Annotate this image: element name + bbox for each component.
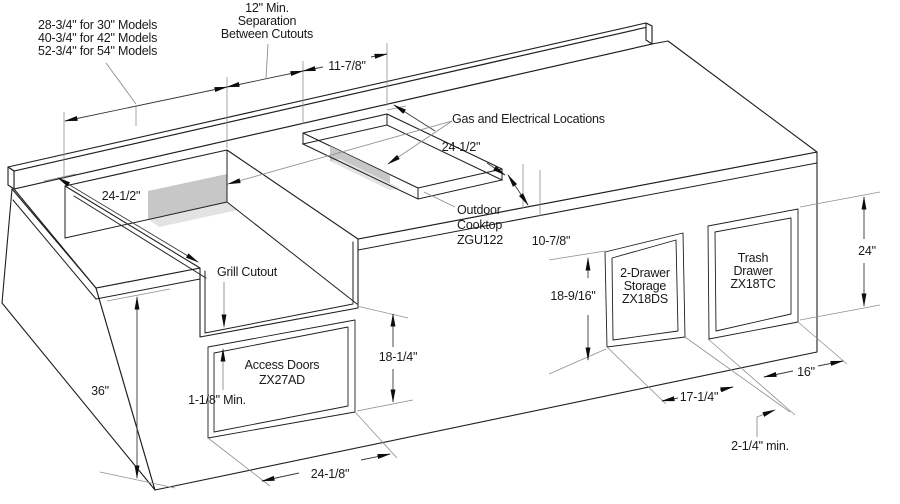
trash-label-line3: ZX18TC — [730, 277, 776, 291]
ext-access-width-right — [354, 411, 398, 459]
access-label-line1: Access Doors — [245, 358, 320, 372]
access-doors-inner-frame — [213, 326, 349, 433]
dim-grill-width — [64, 86, 228, 122]
models-note-line2: 40-3/4" for 42" Models — [38, 31, 157, 45]
cooktop-depth-dim-label: 24-1/2" — [442, 140, 480, 154]
dim-clearance — [507, 174, 529, 206]
leader-cooktop-label — [423, 191, 456, 208]
access-label-line2: ZX27AD — [259, 373, 305, 387]
ext-island-height-top — [106, 288, 171, 302]
ext-access-width-left — [207, 437, 271, 487]
ext-access-height-top — [356, 305, 409, 319]
extension-lines — [43, 43, 881, 489]
backsplash-right-end — [645, 22, 653, 45]
models-note-line3: 52-3/4" for 54" Models — [38, 44, 157, 58]
storage-width-dim-label: 17-1/4" — [680, 390, 718, 404]
ext-right-height-bottom — [799, 304, 881, 321]
storage-label-line1: 2-Drawer — [620, 266, 670, 280]
grill-notch-inner-bottom — [204, 303, 354, 334]
dim-storage-width-a — [661, 396, 679, 402]
dim-trash-width-b — [817, 360, 844, 367]
leader-separation — [265, 43, 269, 79]
right-height-dim-label: 24" — [858, 244, 876, 258]
cooktop-label-line3: ZGU122 — [457, 233, 503, 247]
cooktop-floor-edges — [301, 124, 504, 200]
storage-inner-frame — [611, 239, 679, 341]
separation-note-line2: Separation — [238, 14, 297, 28]
dim-cooktop-width-a — [302, 66, 324, 72]
slab-edge-front-left — [95, 278, 201, 300]
dim-cooktop-depth-a — [393, 104, 436, 132]
island-body — [1, 22, 818, 491]
cooktop-cutout — [301, 113, 504, 200]
leader-gap-min — [756, 409, 776, 437]
separation-note-line1: 12" Min. — [245, 1, 289, 15]
gas-electrical-label: Gas and Electrical Locations — [452, 112, 605, 126]
dimension-lines — [57, 53, 867, 482]
ext-grill-depth-top — [43, 173, 77, 182]
front-rail-min-label: 1-1/8" Min. — [188, 393, 246, 407]
cooktop-label-line2: Cooktop — [457, 218, 502, 232]
ext-island-height-bottom — [99, 471, 176, 489]
diagram-text: 28-3/4" for 30" Models 40-3/4" for 42" M… — [38, 1, 876, 481]
ext-storage-height-bottom — [548, 348, 607, 375]
access-height-dim-label: 18-1/4" — [379, 350, 417, 364]
dim-grill-depth — [57, 177, 199, 263]
trash-label-line2: Drawer — [733, 264, 772, 278]
slab-edge-front-right — [357, 162, 818, 251]
dim-storage-width-b — [719, 386, 734, 393]
cooktop-label-line1: Outdoor — [457, 203, 501, 217]
trash-width-dim-label: 16" — [797, 365, 815, 379]
ext-trash-width-left — [707, 338, 796, 416]
dim-access-width-b — [360, 453, 391, 461]
ext-trash-width-right — [797, 321, 848, 365]
clearance-dim-label: 10-7/8" — [532, 234, 570, 248]
leader-lines — [105, 43, 776, 437]
backsplash-left-end — [7, 166, 15, 190]
storage-label-line2: Storage — [624, 279, 667, 293]
ext-access-height-bottom — [356, 399, 414, 412]
leader-gas-cooktop — [387, 120, 453, 165]
access-width-dim-label: 24-1/8" — [311, 467, 349, 481]
models-note-line1: 28-3/4" for 30" Models — [38, 18, 157, 32]
trash-inner-frame — [714, 217, 792, 332]
dim-trash-width-a — [763, 370, 794, 378]
opening-gap-min-label: 2-1/4" min. — [731, 439, 789, 453]
ext-right-height-top — [799, 191, 881, 208]
leader-gas-grill — [227, 120, 453, 185]
dim-access-width-a — [261, 472, 300, 482]
separation-note-line3: Between Cutouts — [221, 27, 313, 41]
dim-cooktop-width-b — [370, 53, 388, 59]
storage-height-dim-label: 18-9/16" — [550, 289, 595, 303]
leader-models — [105, 62, 137, 105]
dim-cooktop-depth-b — [486, 162, 506, 176]
storage-label-line3: ZX18DS — [622, 292, 668, 306]
ext-storage-width-right — [684, 336, 791, 413]
cooktop-width-dim-label: 11-7/8" — [328, 59, 366, 73]
ext-storage-height-top — [548, 250, 606, 261]
grill-depth-dim-label: 24-1/2" — [102, 189, 140, 203]
grill-cutout-label: Grill Cutout — [217, 265, 278, 279]
slab-edge-left — [12, 199, 97, 300]
ext-storage-width-left — [606, 346, 667, 405]
grill-floor-right-edge — [226, 201, 358, 305]
dim-separation — [226, 70, 304, 88]
island-height-dim-label: 36" — [91, 384, 109, 398]
trash-label-line1: Trash — [738, 251, 769, 265]
